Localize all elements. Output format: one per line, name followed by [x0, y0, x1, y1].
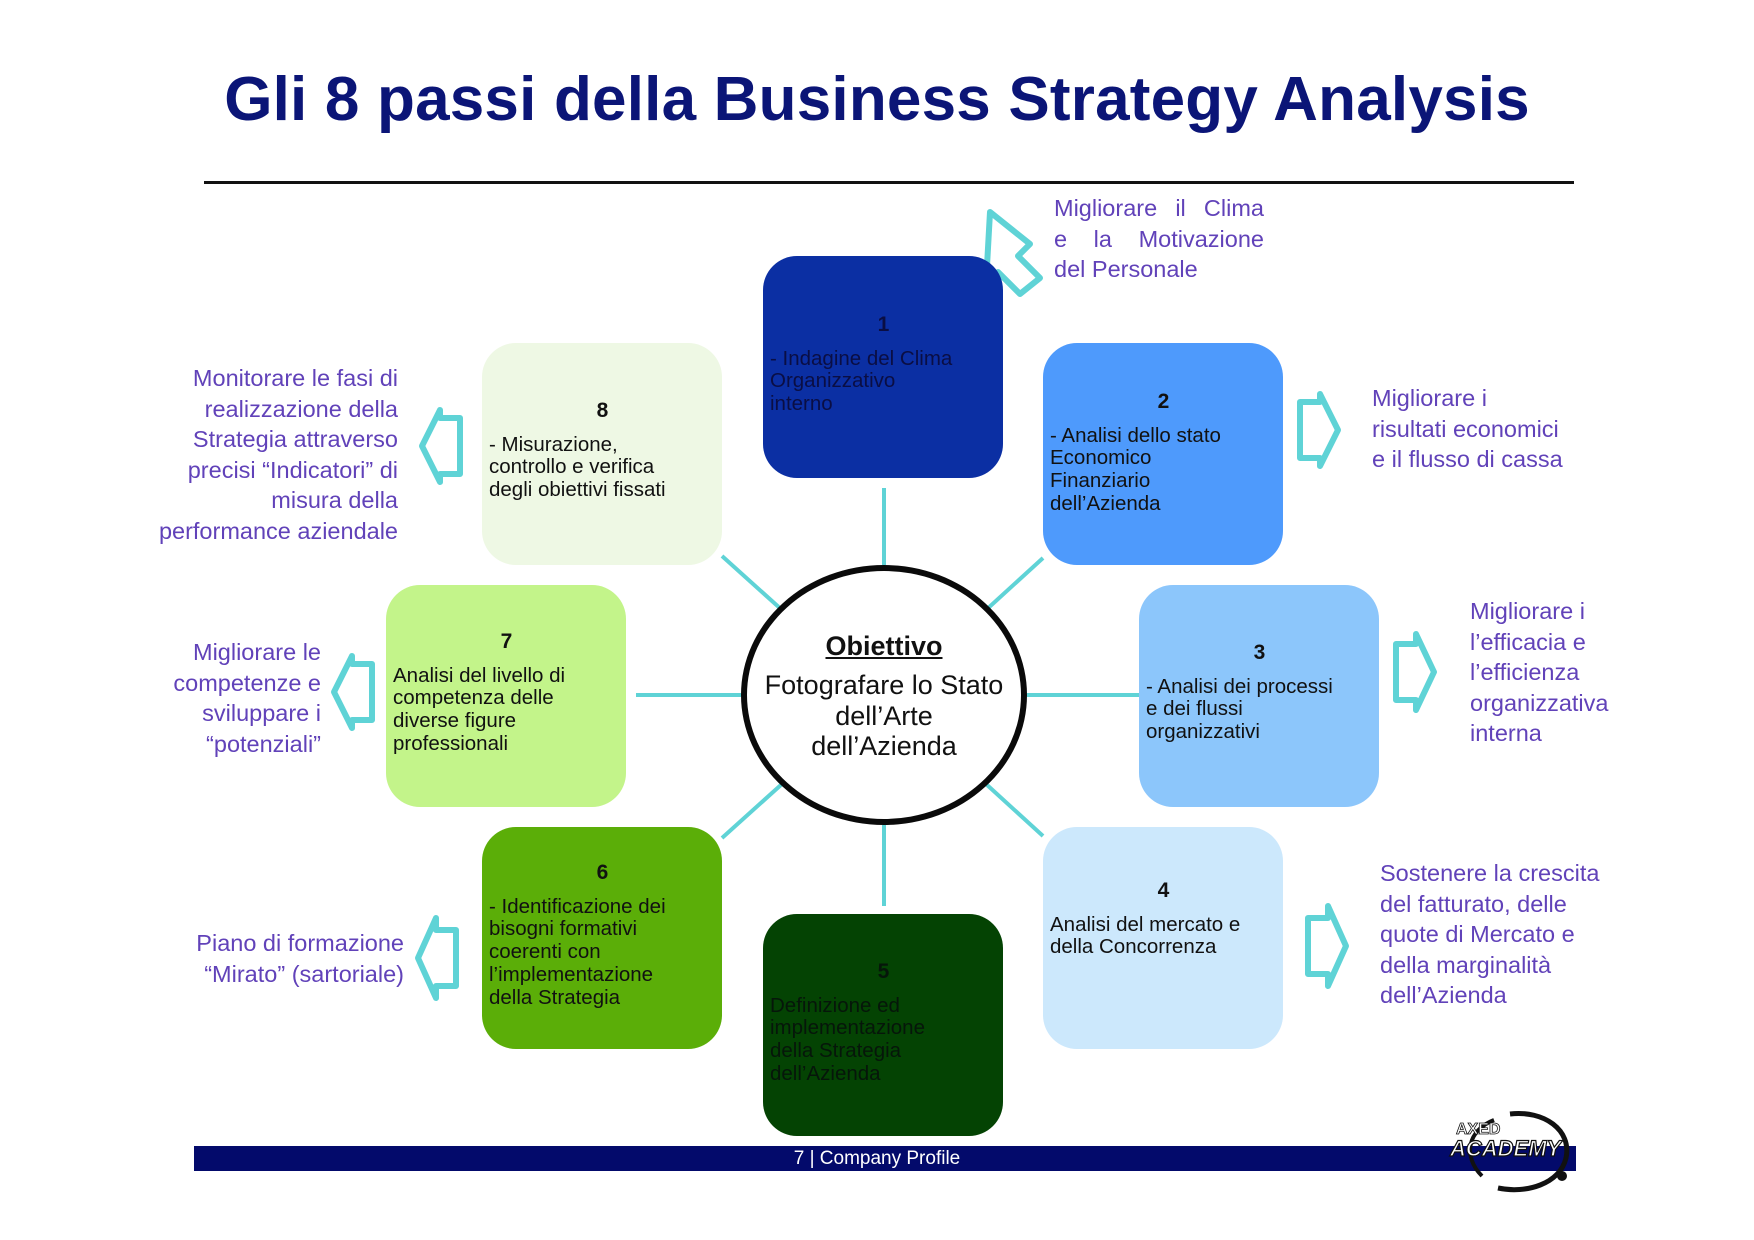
step-description: Analisi del mercato e della Concorrenza — [1050, 912, 1241, 959]
page-title: Gli 8 passi della Business Strategy Anal… — [224, 65, 1530, 134]
step-description: - Analisi dei processi e dei flussi orga… — [1146, 674, 1333, 744]
footer-text: 7 | Company Profile — [793, 1148, 961, 1169]
footer-bar — [194, 1146, 1576, 1171]
step-description: Analisi del livello di competenza delle … — [393, 663, 566, 756]
title-divider — [204, 181, 1574, 184]
arrow-icon — [1393, 631, 1437, 713]
note-step-6: Piano di formazione “Mirato” (sartoriale… — [196, 930, 404, 987]
note-step-2: Migliorare i risultati economici e il fl… — [1372, 385, 1563, 472]
note-step-1: Migliorare il Clima e la Motivazione del… — [1054, 195, 1264, 282]
note-step-7: Migliorare le competenze e sviluppare i … — [173, 639, 321, 757]
step-number: 4 — [1157, 879, 1170, 902]
step-number: 3 — [1253, 641, 1266, 664]
center-objective-circle: Obiettivo Fotografare lo Stato dell’Arte… — [741, 565, 1027, 825]
step-7-box: 7 Analisi del livello di competenza dell… — [386, 585, 626, 807]
step-number: 7 — [500, 630, 513, 653]
step-description: Definizione ed implementazione della Str… — [770, 993, 925, 1086]
step-description: - Indagine del Clima Organizzativo inter… — [770, 346, 953, 416]
step-3-box: 3 - Analisi dei processi e dei flussi or… — [1139, 585, 1379, 807]
center-title: Obiettivo — [825, 631, 943, 661]
arrow-icon — [1297, 391, 1341, 469]
arrow-icon — [1305, 903, 1349, 989]
step-description: - Analisi dello stato Economico Finanzia… — [1050, 423, 1221, 516]
step-8-box: 8 - Misurazione, controllo e verifica de… — [482, 343, 722, 565]
step-number: 8 — [596, 399, 609, 422]
step-number: 5 — [877, 960, 890, 983]
step-2-box: 2 - Analisi dello stato Economico Finanz… — [1043, 343, 1283, 565]
step-6-box: 6 - Identificazione dei bisogni formativ… — [482, 827, 722, 1049]
step-4-box: 4 Analisi del mercato e della Concorrenz… — [1043, 827, 1283, 1049]
step-5-box: 5 Definizione ed implementazione della S… — [763, 914, 1003, 1136]
step-number: 6 — [596, 861, 609, 884]
logo-text-top: AXED — [1456, 1121, 1500, 1138]
step-description: - Identificazione dei bisogni formativi … — [489, 894, 666, 1010]
note-step-3: Migliorare i l’efficacia e l’efficienza … — [1470, 598, 1609, 746]
arrow-icon — [331, 653, 375, 731]
connector-8 — [720, 554, 784, 612]
arrow-icon — [419, 407, 463, 485]
step-description: - Misurazione, controllo e verifica degl… — [489, 432, 666, 502]
note-step-4: Sostenere la crescita del fatturato, del… — [1380, 860, 1600, 1008]
step-number: 1 — [877, 313, 890, 336]
step-1-box: 1 - Indagine del Clima Organizzativo int… — [763, 256, 1003, 478]
academy-logo-icon: AXED ACADEMY — [1448, 1111, 1570, 1193]
logo-text-main: ACADEMY — [1449, 1136, 1564, 1161]
connector-6 — [720, 782, 784, 840]
connector-2 — [984, 556, 1045, 612]
step-number: 2 — [1157, 390, 1170, 413]
arrow-icon — [415, 915, 459, 1001]
connector-4 — [984, 782, 1045, 838]
center-text: Fotografare lo Stato dell’Arte dell’Azie… — [764, 670, 1004, 761]
note-step-8: Monitorare le fasi di realizzazione dell… — [158, 365, 398, 544]
